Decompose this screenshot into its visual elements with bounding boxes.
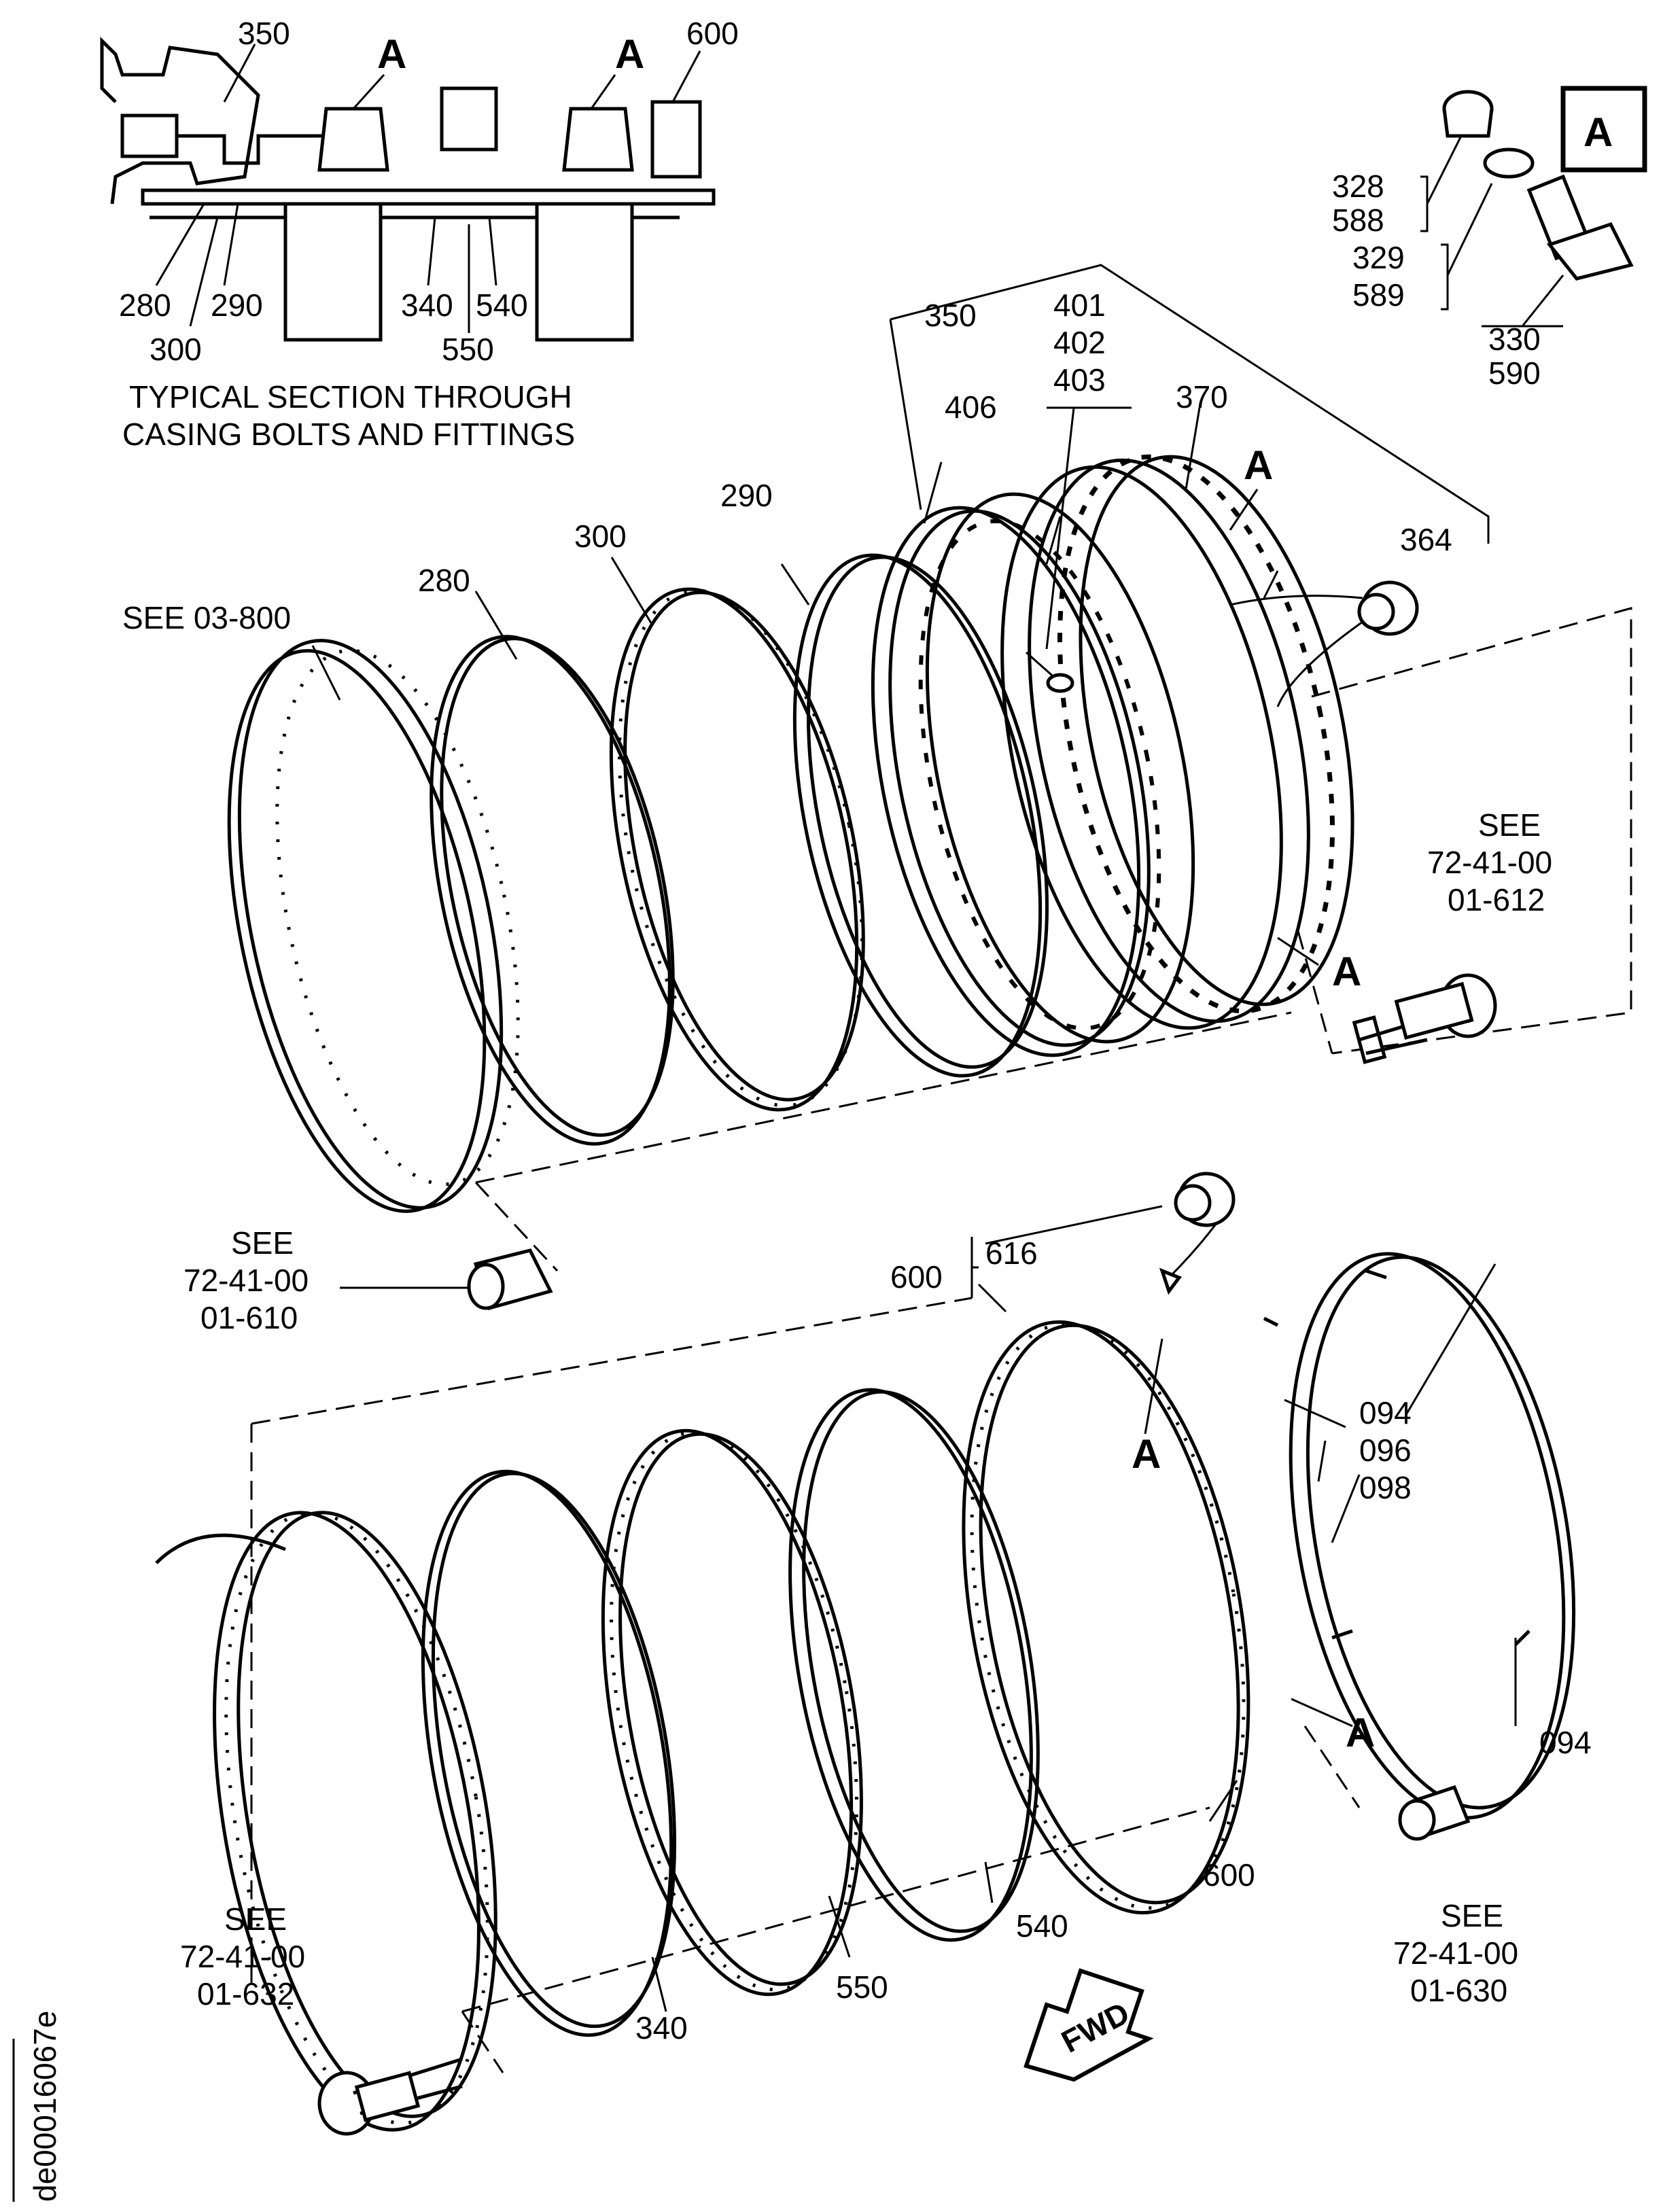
detail-a-washer-icon bbox=[1483, 147, 1535, 179]
lower-ring-340 bbox=[421, 1469, 677, 2037]
lower-view-label-a-top: A bbox=[1132, 1431, 1161, 1477]
section-casing-right bbox=[535, 202, 634, 342]
upper-ring-370 bbox=[1000, 454, 1354, 1030]
upper-see-610-line1: SEE bbox=[231, 1225, 294, 1261]
lower-ring-600 bbox=[962, 1320, 1250, 1915]
detail-a-box-label: A bbox=[1583, 109, 1613, 155]
upper-view-label-a-top: A bbox=[1244, 442, 1273, 488]
section-fitting-left bbox=[120, 113, 179, 158]
lower-label-098: 098 bbox=[1359, 1470, 1412, 1505]
section-label-280: 280 bbox=[119, 287, 171, 323]
section-view-label-a-right: A bbox=[615, 31, 644, 77]
lower-ring-540 bbox=[788, 1388, 1040, 1942]
detail-ref-589: 589 bbox=[1352, 277, 1405, 313]
upper-ring-350 bbox=[871, 492, 1195, 1057]
lower-label-096: 096 bbox=[1359, 1433, 1412, 1468]
upper-label-403: 403 bbox=[1053, 362, 1106, 398]
section-casing-left bbox=[283, 202, 383, 342]
lower-label-600-top: 600 bbox=[890, 1259, 943, 1295]
detail-ref-329: 329 bbox=[1352, 240, 1405, 275]
upper-label-290: 290 bbox=[720, 478, 773, 513]
figure-id: de00016067e bbox=[27, 2011, 63, 2202]
upper-view-label-a-bottom: A bbox=[1332, 949, 1361, 994]
section-view-label-a-left: A bbox=[377, 31, 406, 77]
section-fitting-center bbox=[440, 86, 498, 152]
lower-label-550: 550 bbox=[836, 1969, 888, 2005]
upper-ring-300 bbox=[609, 587, 865, 1112]
upper-ring-280 bbox=[430, 635, 671, 1146]
section-label-350: 350 bbox=[238, 16, 290, 51]
detail-ref-328: 328 bbox=[1332, 169, 1384, 204]
section-label-600: 600 bbox=[686, 16, 739, 51]
upper-fitting-610-icon bbox=[467, 1248, 553, 1311]
upper-label-300: 300 bbox=[574, 519, 627, 554]
lower-bolt-632-icon bbox=[317, 2057, 463, 2136]
lower-label-340: 340 bbox=[635, 2010, 688, 2046]
lower-label-540: 540 bbox=[1016, 1908, 1068, 1944]
upper-ring-see-03-800 bbox=[227, 639, 520, 1213]
upper-label-350: 350 bbox=[924, 298, 977, 333]
upper-ref-see-03-800: SEE 03-800 bbox=[122, 600, 291, 635]
section-fitting-right bbox=[650, 100, 702, 179]
upper-fitting-364-icon bbox=[1229, 580, 1419, 707]
upper-see-610-line3: 01-610 bbox=[200, 1300, 298, 1335]
section-label-550: 550 bbox=[442, 332, 494, 367]
upper-exploded-group bbox=[227, 264, 1632, 1311]
fwd-arrow-icon bbox=[1023, 1968, 1154, 2082]
section-caption-line1: TYPICAL SECTION THROUGH bbox=[129, 379, 572, 415]
lower-see-632-line1: SEE bbox=[224, 1901, 287, 1937]
detail-a-view bbox=[1420, 86, 1647, 328]
upper-label-402: 402 bbox=[1053, 325, 1106, 360]
lower-see-632-line3: 01-632 bbox=[197, 1976, 294, 2012]
upper-see-612-line1: SEE bbox=[1478, 807, 1541, 843]
lower-ring-see-632 bbox=[155, 1511, 497, 2132]
section-bolt-head-left bbox=[317, 107, 389, 172]
upper-pin-401-icon bbox=[1026, 651, 1074, 693]
section-caption-line2: CASING BOLTS AND FITTINGS bbox=[122, 417, 575, 452]
upper-see-610-line2: 72-41-00 bbox=[183, 1263, 309, 1298]
section-label-540: 540 bbox=[476, 287, 528, 323]
upper-see-612-line2: 72-41-00 bbox=[1427, 845, 1552, 880]
lower-see-630-line2: 72-41-00 bbox=[1393, 1935, 1518, 1971]
lower-seal-segments-094 bbox=[1263, 1252, 1576, 1820]
lower-see-630-line1: SEE bbox=[1441, 1898, 1503, 1933]
lower-fitting-630-icon bbox=[1398, 1785, 1471, 1841]
upper-ring-290 bbox=[792, 553, 1049, 1078]
section-label-290: 290 bbox=[211, 287, 263, 323]
lower-view-label-a-bottom: A bbox=[1346, 1710, 1375, 1755]
section-label-340: 340 bbox=[401, 287, 453, 323]
upper-label-364: 364 bbox=[1400, 522, 1452, 557]
lower-exploded-group bbox=[155, 1172, 1576, 2136]
detail-ref-330: 330 bbox=[1488, 321, 1541, 357]
lower-see-630-line3: 01-630 bbox=[1410, 1973, 1507, 2008]
upper-label-370: 370 bbox=[1176, 379, 1228, 415]
lower-see-632-line2: 72-41-00 bbox=[180, 1939, 305, 1974]
upper-see-612-line3: 01-612 bbox=[1448, 882, 1545, 917]
upper-label-406: 406 bbox=[945, 389, 997, 425]
detail-a-box bbox=[1560, 86, 1647, 173]
lower-fitting-616-icon bbox=[1159, 1172, 1236, 1295]
lower-label-600-bottom: 600 bbox=[1203, 1857, 1255, 1893]
upper-label-280: 280 bbox=[418, 563, 470, 598]
detail-ref-588: 588 bbox=[1332, 203, 1384, 238]
section-label-300: 300 bbox=[150, 332, 202, 367]
lower-label-094-top: 094 bbox=[1359, 1395, 1412, 1430]
lower-ring-550 bbox=[601, 1428, 863, 1997]
typical-section-view bbox=[100, 36, 716, 342]
detail-a-nut-icon bbox=[1442, 90, 1494, 138]
section-bolt-head-right bbox=[562, 107, 634, 172]
upper-label-401: 401 bbox=[1053, 287, 1106, 323]
detail-ref-590: 590 bbox=[1488, 355, 1541, 391]
detail-a-bolt-icon bbox=[1526, 174, 1634, 281]
upper-bolt-612-icon bbox=[1352, 973, 1497, 1064]
lower-label-094-bottom: 094 bbox=[1539, 1725, 1592, 1760]
lower-label-616: 616 bbox=[985, 1235, 1038, 1271]
